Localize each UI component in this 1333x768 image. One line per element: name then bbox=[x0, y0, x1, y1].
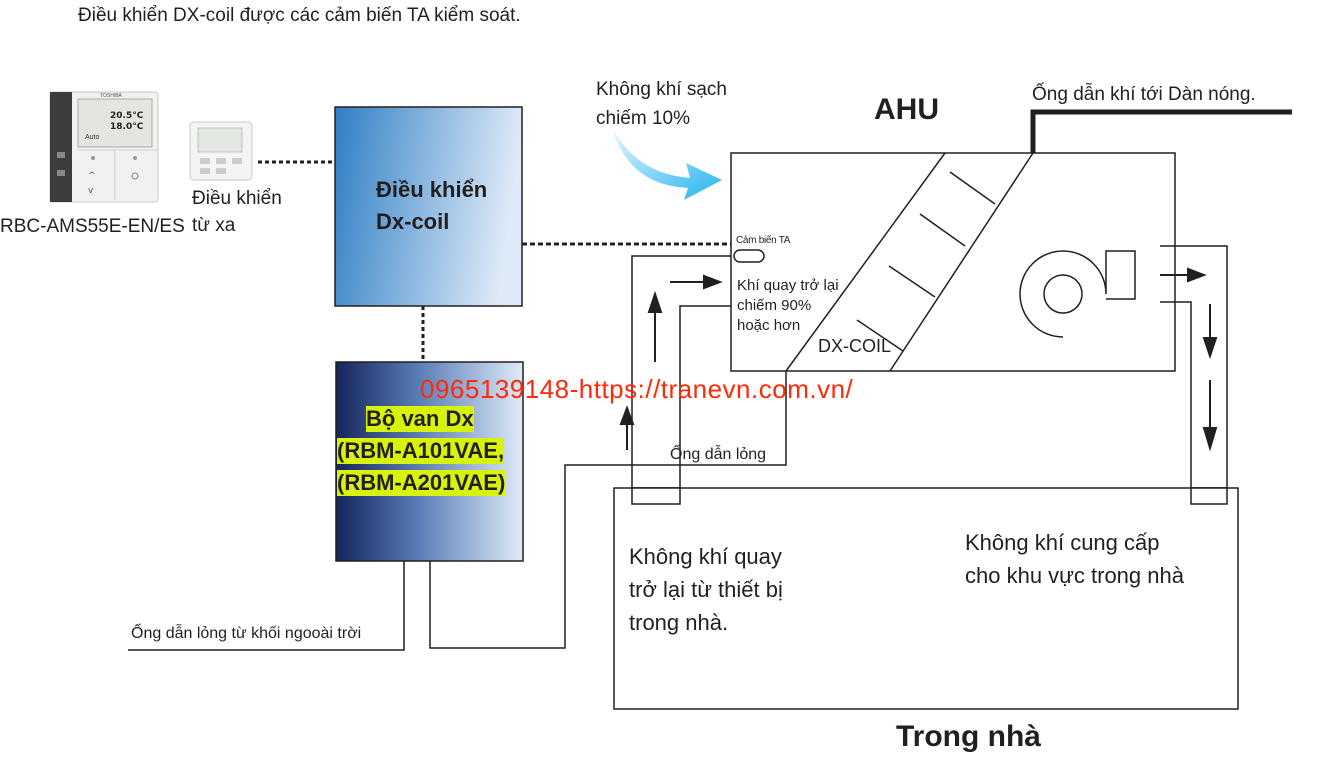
return-air-line2: chiếm 90% bbox=[737, 297, 812, 314]
room-supply-line1: Không khí cung cấp bbox=[965, 530, 1160, 555]
controller-label-line2: Dx-coil bbox=[376, 209, 450, 234]
remote-label-line2: từ xa bbox=[192, 215, 236, 236]
room-supply-line2: cho khu vực trong nhà bbox=[965, 563, 1184, 588]
valve-label-line3: (RBM-A201VAE) bbox=[337, 470, 506, 496]
dx-coil bbox=[785, 152, 1034, 372]
wired-remote-controller: ^ v bbox=[49, 91, 159, 203]
return-air-line1: Khí quay trở lại bbox=[737, 277, 839, 294]
caption: Điều khiển DX-coil được các cảm biến TA … bbox=[78, 5, 521, 26]
fan bbox=[1019, 250, 1136, 338]
simple-remote-controller bbox=[189, 121, 253, 181]
ahu-box bbox=[730, 152, 1176, 372]
remote-label-line1: Điều khiển bbox=[192, 188, 282, 209]
ta-sensor-label: Cảm biến TA bbox=[736, 235, 791, 246]
flow-arrows bbox=[619, 267, 1218, 452]
watermark: 0965139148-https://tranevn.com.vn/ bbox=[420, 374, 854, 404]
dx-coil-controller-box bbox=[334, 106, 523, 307]
svg-text:v: v bbox=[88, 186, 94, 196]
ta-sensor bbox=[733, 249, 765, 263]
return-air-line3: hoặc hơn bbox=[737, 317, 801, 334]
controller-label-line1: Điều khiển bbox=[376, 177, 488, 202]
liquid-pipe-label: Ống dẫn lỏng bbox=[670, 446, 767, 463]
fresh-air-arrow bbox=[612, 128, 722, 200]
fresh-air-line1: Không khí sạch bbox=[596, 79, 727, 100]
liquid-pipe bbox=[128, 371, 787, 651]
condenser-pipe bbox=[1030, 109, 1292, 153]
svg-text:^: ^ bbox=[88, 171, 96, 181]
indoor-room-box bbox=[613, 487, 1239, 710]
remote-screen-temp2: 18.0°C bbox=[110, 122, 144, 132]
room-return-line3: trong nhà. bbox=[629, 610, 729, 635]
valve-label-line2: (RBM-A101VAE, bbox=[337, 438, 505, 464]
ahu-title: AHU bbox=[874, 93, 939, 126]
remote-screen-temp1: 20.5°C bbox=[110, 111, 144, 121]
condenser-pipe-label: Ống dẫn khí tới Dàn nóng. bbox=[1032, 84, 1256, 105]
valve-label-line1: Bộ van Dx bbox=[366, 406, 474, 432]
outdoor-liquid-pipe-label: Ống dẫn lỏng từ khối ngooài trời bbox=[131, 625, 362, 642]
room-return-line1: Không khí quay bbox=[629, 544, 782, 569]
dx-coil-label: DX-COIL bbox=[818, 336, 892, 356]
remote-model-label: RBC-AMS55E-EN/ES bbox=[0, 216, 185, 237]
indoor-title: Trong nhà bbox=[896, 720, 1041, 753]
remote-screen-mode: Auto bbox=[85, 134, 100, 141]
room-return-line2: trở lại từ thiết bị bbox=[629, 577, 783, 602]
remote-brand: TOSHIBA bbox=[100, 93, 122, 99]
fresh-air-line2: chiếm 10% bbox=[596, 108, 690, 129]
